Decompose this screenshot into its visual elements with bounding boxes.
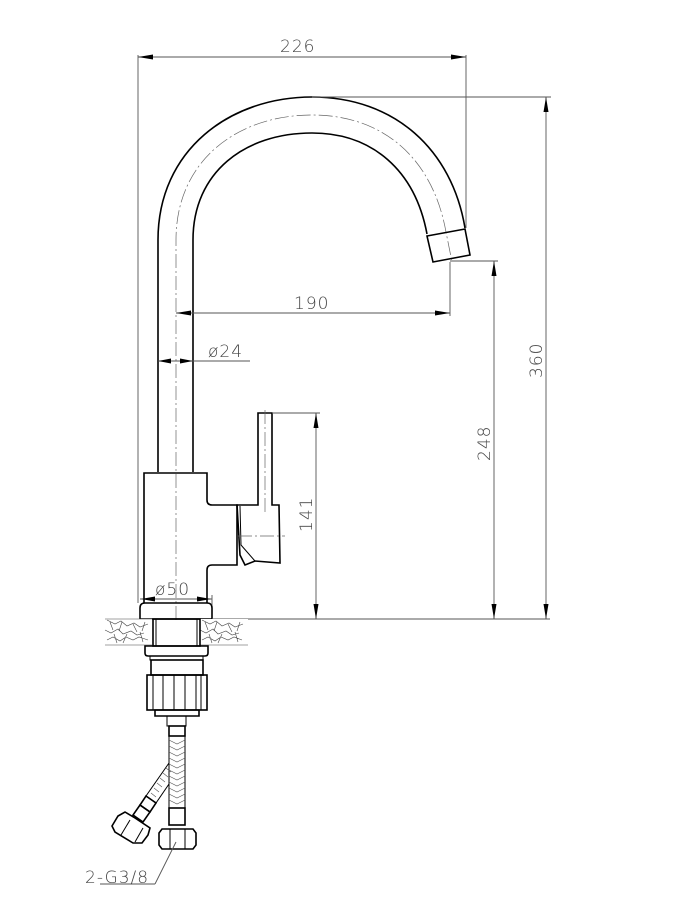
dim-label-141: 141 (297, 497, 317, 532)
handle-cartridge-line (239, 505, 256, 562)
dim-label-226: 226 (280, 37, 315, 57)
callout-hose-thread: 2-G3/8 (85, 841, 177, 888)
hose-nut-angled (111, 811, 151, 844)
dimension-base-diameter: ø50 (140, 580, 213, 605)
faucet-body (139, 96, 471, 620)
countertop-hatch-right (199, 619, 248, 646)
dim-label-190: 190 (294, 294, 329, 314)
dimension-total-height: 360 (312, 96, 551, 619)
body-block (143, 472, 238, 603)
flex-hoses (111, 725, 197, 850)
spout-aerator (426, 228, 471, 263)
spout-inner-contour (192, 132, 428, 472)
handle (236, 412, 281, 567)
hose-nut-straight (158, 828, 197, 850)
spout-centerline (175, 114, 453, 620)
mounting-shank (152, 618, 201, 647)
washer (144, 645, 209, 657)
dimension-handle-height: 141 (272, 412, 320, 619)
dim-label-360: 360 (527, 343, 547, 378)
dim-label-248: 248 (475, 426, 495, 461)
dim-label-d50: ø50 (155, 580, 190, 600)
countertop-hatch-left (104, 618, 152, 646)
dimension-pipe-diameter: ø24 (158, 342, 250, 364)
dimension-spout-reach: 190 (176, 262, 451, 316)
fixing-nut (146, 674, 208, 711)
mounting-hardware (144, 645, 209, 727)
dimension-overall-width: 226 (137, 37, 467, 603)
dim-label-d24: ø24 (208, 342, 243, 362)
countertop-section (104, 618, 550, 647)
hose-angled (145, 762, 170, 804)
hose-ferrule-top (168, 725, 186, 737)
shank-tube (150, 659, 204, 676)
callout-label-g38: 2-G3/8 (85, 868, 149, 888)
base-flange (139, 602, 213, 620)
spout-outer-contour (157, 96, 466, 472)
dimension-outlet-height: 248 (450, 260, 498, 619)
hose-ferrule-bottom (168, 807, 186, 826)
